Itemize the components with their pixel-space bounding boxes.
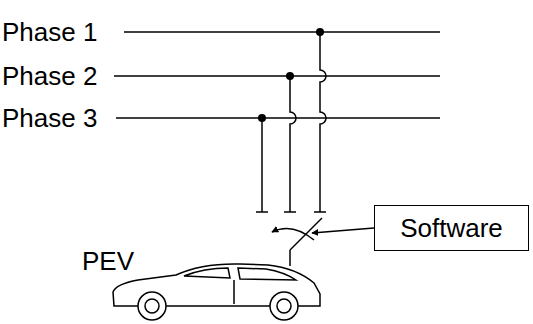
car-hub xyxy=(145,299,159,313)
phase-label: Phase 3 xyxy=(2,103,97,133)
junction-dot xyxy=(316,28,324,36)
vehicle-wire xyxy=(289,250,291,266)
drop-wire xyxy=(261,118,263,212)
phase-line xyxy=(116,117,440,119)
process-box: Software xyxy=(374,205,529,251)
drop-wire xyxy=(290,76,296,212)
junction-dot xyxy=(258,114,266,122)
car-window xyxy=(184,268,230,278)
phase-line xyxy=(124,31,440,33)
drop-wire xyxy=(320,32,326,212)
vehicle-label: PEV xyxy=(82,246,134,276)
car-door xyxy=(233,280,235,304)
contact-terminal xyxy=(284,211,296,213)
control-line xyxy=(312,228,374,233)
phase-label: Phase 1 xyxy=(2,17,97,47)
car-wheel xyxy=(270,292,298,320)
phase-label: Phase 2 xyxy=(2,61,97,91)
phase-line xyxy=(114,75,440,77)
junction-dot xyxy=(286,72,294,80)
car-hub xyxy=(277,299,291,313)
box-text: Software xyxy=(375,213,528,243)
car-window xyxy=(238,268,296,280)
car-wheel xyxy=(138,292,166,320)
car-illustration xyxy=(113,264,320,320)
contact-terminal xyxy=(314,211,326,213)
contact-terminal xyxy=(256,211,268,213)
selector-arrow xyxy=(272,228,314,240)
